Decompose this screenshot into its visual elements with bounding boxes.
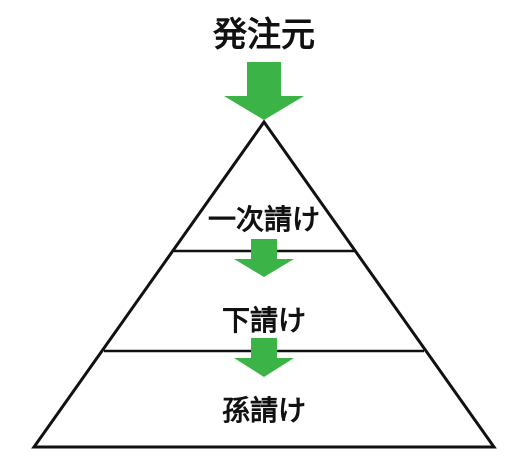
tier-label-3: 孫請け [222, 394, 306, 427]
arrow-tier-1-to-2 [234, 239, 294, 277]
arrow-tier-2-to-3 [234, 338, 294, 377]
tier-label-1: 一次請け [208, 203, 320, 236]
tier-label-2: 下請け [222, 304, 306, 337]
arrow-top [224, 62, 304, 120]
pyramid-outline [31, 119, 497, 449]
top-label: 発注元 [213, 15, 315, 55]
